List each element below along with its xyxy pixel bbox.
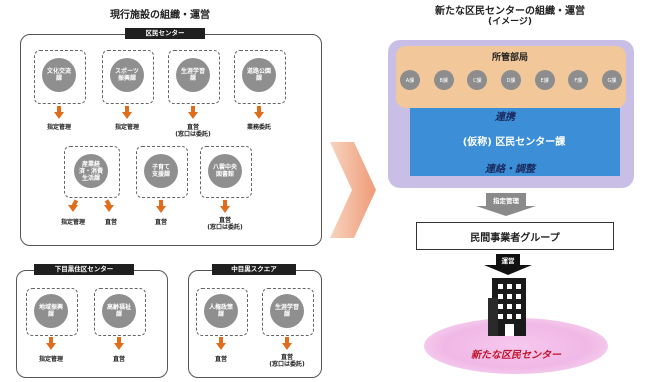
down-arrow-icon [216, 343, 226, 350]
dept-f-circle: F課 [568, 70, 589, 90]
private-group-label: 民間事業者グループ [470, 233, 560, 244]
renraku-label: 連絡・調整 [485, 164, 535, 175]
grey-down-arrow-icon [476, 206, 536, 216]
departments-label: 所管部局 [491, 53, 528, 63]
kumin-center-section-box [410, 108, 620, 176]
dept-box [94, 288, 146, 336]
dept-g-circle: G課 [601, 70, 622, 90]
operation-label: 指定管理 [38, 356, 63, 363]
arrow-stem [285, 337, 289, 343]
dept-a-circle: A課 [400, 70, 420, 90]
dept-box [168, 50, 220, 104]
down-arrow-icon [282, 343, 292, 350]
dept-circle: 子育て 支援課 [144, 154, 178, 188]
arrow-stem [257, 106, 261, 112]
dept-box [26, 288, 78, 336]
arrow-stem [159, 200, 163, 206]
dept-circle: スポーツ 振興課 [110, 58, 144, 92]
arrow-stem [57, 106, 61, 112]
dept-box [262, 288, 314, 336]
dept-b-circle: B課 [433, 70, 454, 90]
nakameguro-tag: 中目黒スクエア [212, 264, 296, 275]
operation-label: 直営 [104, 219, 117, 226]
transition-chevron-icon [330, 142, 376, 238]
dept-c-circle: C課 [467, 70, 488, 90]
department-row: A課 B課 C課 D課 E課 F課 G課 [400, 70, 622, 90]
dept-box [102, 50, 154, 104]
down-arrow-icon [156, 206, 166, 213]
dept-circle: 人権政策 課 [204, 294, 238, 328]
down-arrow-icon [114, 343, 124, 350]
dept-d-circle: D課 [500, 70, 521, 90]
operation-label: 指定管理 [46, 124, 71, 131]
arrow-stem [125, 106, 129, 112]
operation-label: 直営 [214, 356, 227, 363]
operation-label: 直営 (窓口は委託) [175, 124, 211, 138]
private-group-box [416, 222, 614, 250]
dept-circle: 産業経 済・消費 生活課 [74, 154, 108, 188]
dept-box [196, 288, 248, 336]
dept-circle: 高齢福祉 課 [102, 294, 136, 328]
down-arrow-icon [220, 206, 230, 213]
black-down-arrow-icon [484, 265, 532, 275]
operation-label: 直営 [154, 219, 167, 226]
operation-label: 指定管理 [114, 124, 139, 131]
down-arrow-icon [122, 112, 132, 119]
dept-box [200, 146, 252, 198]
right-subtitle: (イメージ) [487, 17, 533, 27]
shimomeguro-tag: 下目黒住区センター [34, 264, 134, 275]
dept-e-circle: E課 [534, 70, 555, 90]
unei-arrow-body [496, 254, 520, 266]
section-name: (仮称) 区民センター課 [462, 137, 566, 148]
down-arrow-icon [254, 112, 264, 119]
operation-label: 直営 [112, 356, 125, 363]
down-arrow-icon [46, 343, 56, 350]
dept-box [136, 146, 188, 198]
dept-circle: 生涯学習 課 [270, 294, 304, 328]
building-icon [488, 278, 526, 336]
operation-label: 直営 (窓口は委託) [269, 354, 305, 368]
arrow-stem [219, 337, 223, 343]
operation-label: 直営 (窓口は委託) [207, 217, 243, 231]
down-arrow-icon [68, 205, 78, 212]
arrow-stem [117, 337, 121, 343]
down-arrow-icon [188, 112, 198, 119]
arrow-stem [191, 106, 195, 112]
shitei-label: 指定管理 [493, 197, 519, 205]
renkei-label: 連携 [495, 112, 515, 123]
operation-label: 業務委託 [246, 124, 271, 131]
arrow-stem [49, 337, 53, 343]
shitei-arrow-body [486, 193, 526, 207]
dept-circle: 八雲中央 図書館 [208, 154, 242, 188]
right-title: 新たな区民センターの組織・運営 [435, 6, 585, 17]
dept-circle: 文化交流 課 [42, 58, 76, 92]
down-arrow-icon [104, 205, 114, 212]
dept-box [64, 146, 120, 198]
left-title: 現行施設の組織・運営 [110, 10, 210, 21]
dept-circle: 生涯学習 課 [176, 58, 210, 92]
down-arrow-icon [54, 112, 64, 119]
dept-box [234, 50, 286, 104]
operation-label: 指定管理 [60, 219, 85, 226]
arrow-stem [223, 200, 227, 206]
unei-label: 運営 [501, 257, 515, 265]
dept-circle: 道路公園 課 [242, 58, 276, 92]
dept-box [34, 50, 86, 104]
new-center-label: 新たな区民センター [471, 350, 561, 361]
dept-circle: 地域振興 課 [34, 294, 68, 328]
kumin-center-tag: 区民センター [125, 28, 205, 39]
